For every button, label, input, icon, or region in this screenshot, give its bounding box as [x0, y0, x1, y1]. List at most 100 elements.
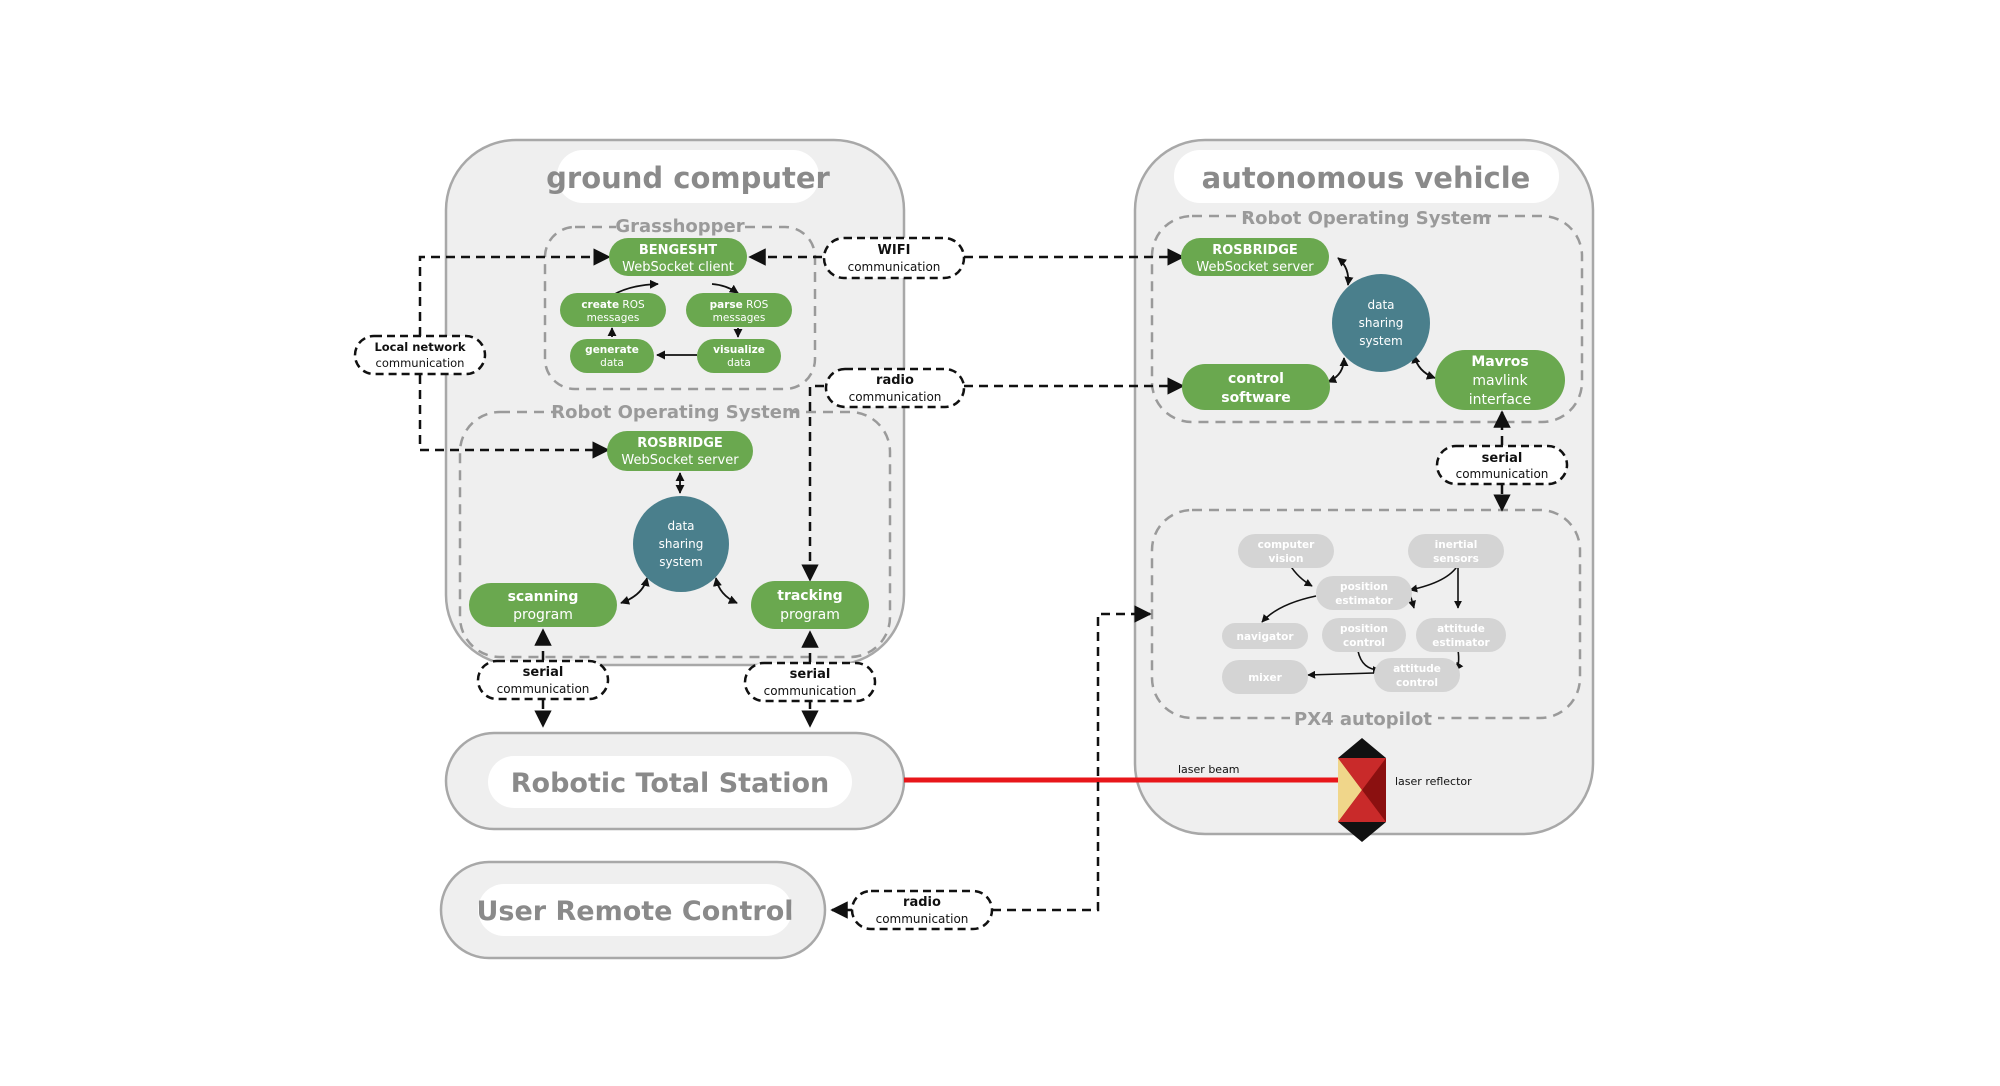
svg-text:position: position [1340, 581, 1388, 593]
station-title: Robotic Total Station [511, 768, 829, 799]
tracking-program-node: tracking program [751, 581, 869, 629]
svg-text:system: system [1359, 334, 1402, 348]
svg-text:control: control [1396, 677, 1438, 689]
vehicle-ros-title: Robot Operating System [1241, 208, 1491, 229]
svg-text:communication: communication [1456, 467, 1549, 481]
control-software-node: control software [1182, 364, 1330, 410]
svg-text:mixer: mixer [1248, 672, 1282, 684]
inertial-sensors-node: inertial sensors [1408, 534, 1504, 568]
px4-nodes: computer vision inertial sensors positio… [1222, 534, 1506, 694]
svg-text:BENGESHT: BENGESHT [639, 243, 717, 258]
svg-text:communication: communication [876, 912, 969, 926]
serial-vehicle-comm-label: serial communication [1435, 444, 1569, 486]
svg-text:scanning: scanning [508, 589, 579, 605]
svg-text:parse ROS: parse ROS [710, 299, 769, 311]
svg-text:communication: communication [849, 390, 942, 404]
ground-title: ground computer [546, 161, 830, 195]
svg-text:ROSBRIDGE: ROSBRIDGE [1212, 243, 1298, 258]
attitude-estimator-node: attitude estimator [1416, 618, 1506, 652]
svg-text:serial: serial [1482, 451, 1523, 466]
position-estimator-node: position estimator [1316, 576, 1412, 610]
svg-text:mavlink: mavlink [1472, 373, 1528, 389]
station-title-pill [488, 756, 852, 808]
svg-text:radio: radio [876, 373, 914, 388]
svg-text:attitude: attitude [1437, 623, 1485, 635]
svg-text:Mavros: Mavros [1471, 354, 1528, 370]
parse-ros-messages-node: parse ROS messages [686, 293, 792, 327]
svg-text:data: data [1367, 298, 1394, 312]
svg-text:estimator: estimator [1432, 637, 1490, 649]
svg-text:communication: communication [497, 682, 590, 696]
vehicle-data-sharing-hub: data sharing system [1332, 274, 1430, 372]
generate-data-node: generate data [570, 339, 654, 373]
svg-text:navigator: navigator [1236, 631, 1294, 643]
svg-text:ROSBRIDGE: ROSBRIDGE [637, 436, 723, 451]
svg-text:visualize: visualize [713, 344, 765, 356]
svg-text:WebSocket server: WebSocket server [1196, 260, 1314, 275]
svg-text:software: software [1221, 390, 1291, 406]
wifi-comm-label: WIFI communication [822, 236, 966, 280]
svg-text:estimator: estimator [1335, 595, 1393, 607]
svg-text:serial: serial [523, 665, 564, 680]
vehicle-title-pill [1174, 150, 1559, 203]
laser-reflector-label: laser reflector [1395, 775, 1472, 788]
create-ros-messages-node: create ROS messages [560, 293, 666, 327]
remote-title: User Remote Control [476, 896, 793, 927]
bengesht-node: BENGESHT WebSocket client [609, 238, 747, 276]
serial-right-comm-label: serial communication [743, 661, 877, 703]
mixer-node: mixer [1222, 660, 1308, 694]
svg-text:interface: interface [1469, 392, 1531, 408]
ground-rosbridge-node: ROSBRIDGE WebSocket server [607, 431, 753, 471]
position-control-node: position control [1322, 618, 1406, 652]
svg-text:communication: communication [376, 356, 465, 370]
visualize-data-node: visualize data [697, 339, 781, 373]
svg-text:control: control [1343, 637, 1385, 649]
attitude-control-node: attitude control [1374, 658, 1460, 692]
svg-text:WebSocket server: WebSocket server [621, 453, 739, 468]
svg-text:attitude: attitude [1393, 663, 1441, 675]
svg-text:WIFI: WIFI [878, 243, 911, 258]
svg-text:radio: radio [903, 895, 941, 910]
svg-text:data: data [727, 357, 751, 369]
svg-text:control: control [1228, 371, 1284, 387]
svg-text:tracking: tracking [777, 588, 842, 604]
computer-vision-node: computer vision [1238, 534, 1334, 568]
radio-top-comm-label: radio communication [824, 367, 966, 409]
ground-data-sharing-hub: data sharing system [633, 496, 729, 592]
laser-beam-label: laser beam [1178, 763, 1240, 776]
ground-title-pill [557, 150, 819, 203]
ground-ros-title: Robot Operating System [551, 402, 801, 423]
laser-reflector-icon [1338, 738, 1386, 842]
svg-text:WebSocket client: WebSocket client [622, 260, 734, 275]
svg-text:program: program [780, 607, 840, 623]
svg-text:messages: messages [587, 312, 640, 324]
svg-text:sensors: sensors [1433, 553, 1479, 565]
svg-text:sharing: sharing [1359, 316, 1404, 330]
svg-text:sharing: sharing [659, 537, 704, 551]
svg-text:communication: communication [764, 684, 857, 698]
svg-text:create ROS: create ROS [581, 299, 645, 311]
radio-to-px4-connector [992, 605, 1152, 912]
svg-text:vision: vision [1269, 553, 1304, 565]
svg-text:computer: computer [1258, 539, 1316, 551]
svg-text:Local network: Local network [374, 340, 465, 354]
comm-connectors [418, 248, 1511, 919]
svg-text:inertial: inertial [1435, 539, 1478, 551]
svg-text:program: program [513, 607, 573, 623]
svg-text:system: system [659, 555, 702, 569]
local-to-ground-rosbridge-connector [418, 375, 610, 459]
mavros-node: Mavros mavlink interface [1435, 350, 1565, 410]
scanning-program-node: scanning program [469, 583, 617, 627]
grasshopper-title: Grasshopper [615, 216, 744, 237]
radio-bottom-comm-label: radio communication [850, 889, 994, 931]
navigator-node: navigator [1222, 623, 1308, 649]
px4-title: PX4 autopilot [1294, 709, 1432, 730]
radio-to-tracking-connector [801, 384, 824, 582]
serial-left-comm-label: serial communication [476, 659, 610, 701]
local-network-comm-label: Local network communication [353, 334, 487, 376]
px4-group [1150, 508, 1582, 720]
svg-text:communication: communication [848, 260, 941, 274]
svg-text:position: position [1340, 623, 1388, 635]
svg-text:serial: serial [790, 667, 831, 682]
